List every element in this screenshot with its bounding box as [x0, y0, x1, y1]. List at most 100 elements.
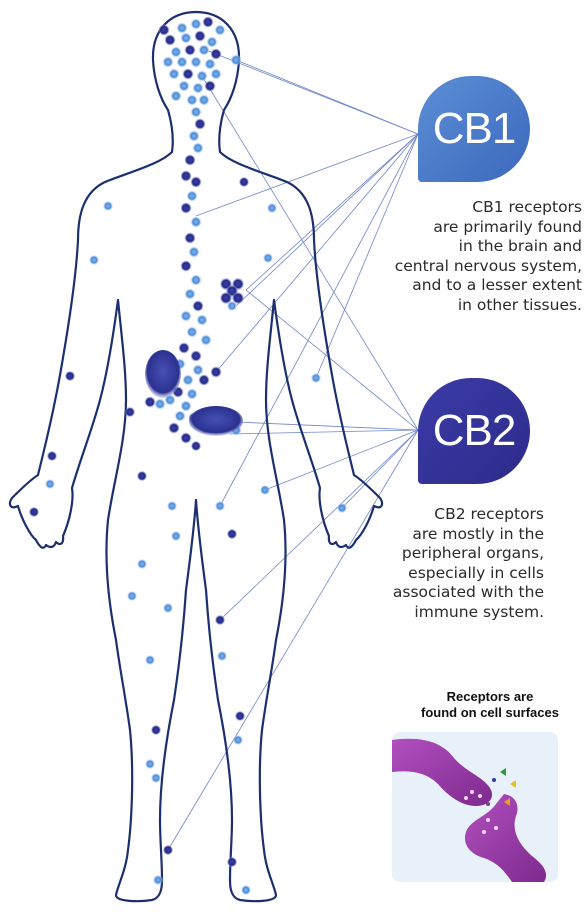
connector-line — [167, 429, 419, 851]
cb1-line: are primarily found — [433, 217, 582, 236]
receptor-dot — [184, 44, 196, 56]
receptor-dot — [184, 232, 196, 244]
cb2-line: peripheral organs, — [401, 544, 544, 563]
receptor-dot — [162, 56, 174, 68]
receptor-dot — [198, 374, 210, 386]
receptor-dot — [184, 154, 196, 166]
receptor-dot — [186, 388, 198, 400]
receptor-dot — [89, 255, 99, 265]
cb1-line: central nervous system, — [394, 256, 582, 275]
receptor-dot — [137, 471, 147, 481]
connector-line — [235, 133, 419, 307]
receptor-dot — [144, 396, 156, 408]
connector-line — [264, 429, 419, 491]
connector-line — [229, 429, 419, 435]
receptor-dot — [192, 142, 204, 154]
synapse-caption: Receptors are found on cell surfaces — [400, 689, 580, 721]
connector-line — [315, 133, 419, 379]
receptor-dot — [180, 32, 192, 44]
receptor-dot — [190, 176, 202, 188]
receptor-dot — [215, 615, 225, 625]
receptor-dot — [267, 203, 277, 213]
connector-line — [245, 289, 419, 431]
cb2-description: CB2 receptors are mostly in the peripher… — [314, 505, 544, 623]
receptor-dot — [239, 177, 249, 187]
kidney-cluster — [220, 278, 244, 304]
receptor-dot — [263, 253, 273, 263]
receptor-dot — [180, 260, 192, 272]
receptor-dot — [227, 529, 237, 539]
liver-organ — [145, 350, 181, 398]
receptor-dot — [178, 80, 190, 92]
cb1-line: and to a lesser extent — [412, 276, 582, 295]
receptor-dot — [337, 503, 347, 513]
receptor-dot — [186, 190, 198, 202]
receptor-dot — [194, 118, 206, 130]
receptor-dot — [210, 366, 222, 378]
receptor-dot — [233, 735, 243, 745]
receptor-dot — [227, 857, 237, 867]
receptor-dot — [163, 603, 173, 613]
receptor-dot — [182, 374, 194, 386]
receptor-dot — [192, 364, 204, 376]
connector-line — [201, 75, 419, 431]
receptor-dot — [158, 24, 170, 36]
receptor-dot — [204, 58, 216, 70]
receptor-dot — [190, 56, 202, 68]
receptor-dot — [186, 94, 198, 106]
receptor-dot — [168, 68, 180, 80]
connector-line — [219, 429, 419, 621]
receptor-dot — [164, 34, 176, 46]
synapse-illustration — [392, 732, 558, 882]
cb1-line: in the brain and — [458, 237, 582, 256]
receptor-dot — [45, 479, 55, 489]
receptor-dot — [145, 759, 155, 769]
receptor-dot — [174, 410, 186, 422]
connector-lines — [167, 49, 419, 851]
receptor-dot — [182, 68, 194, 80]
receptor-dot — [190, 350, 202, 362]
receptor-dot — [214, 24, 226, 36]
receptor-dot — [151, 725, 161, 735]
cb2-line: are mostly in the — [412, 524, 544, 543]
receptor-dots — [29, 16, 347, 895]
receptor-dot — [47, 451, 57, 461]
receptor-dot — [191, 441, 201, 451]
cb1-badge: CB1 — [418, 76, 530, 182]
cb2-badge: CB2 — [418, 378, 530, 484]
cb2-line: especially in cells — [408, 563, 544, 582]
receptor-dot — [184, 288, 196, 300]
receptor-dot — [178, 342, 190, 354]
cb1-description: CB1 receptors are primarily found in the… — [352, 198, 582, 316]
connector-line — [215, 133, 419, 373]
receptor-dot — [192, 82, 204, 94]
receptor-dot — [198, 44, 210, 56]
receptor-dot — [186, 326, 198, 338]
receptor-dot — [241, 885, 251, 895]
receptor-dot — [196, 314, 208, 326]
receptor-dot — [235, 711, 245, 721]
receptor-dot — [151, 773, 161, 783]
postsynaptic-neuron — [464, 794, 547, 882]
receptor-dot — [167, 501, 177, 511]
receptor-dot — [188, 130, 200, 142]
receptor-dot — [230, 54, 242, 66]
receptor-dot — [198, 94, 210, 106]
receptor-dot — [190, 18, 202, 30]
cb2-line: associated with the — [392, 583, 544, 602]
receptor-dot — [180, 400, 192, 412]
receptor-dot — [127, 591, 137, 601]
receptor-dot — [227, 301, 237, 311]
receptor-dot — [125, 407, 135, 417]
receptor-dot — [190, 216, 202, 228]
connector-line — [205, 49, 419, 135]
receptor-dot — [202, 16, 214, 28]
synapse-caption-line: Receptors are — [446, 689, 534, 704]
receptor-dot — [168, 422, 180, 434]
cb1-line: in other tissues. — [457, 295, 582, 314]
cb2-label: CB2 — [432, 406, 517, 455]
receptor-dot — [29, 507, 39, 517]
receptor-dot — [65, 371, 75, 381]
connector-line — [341, 429, 419, 509]
